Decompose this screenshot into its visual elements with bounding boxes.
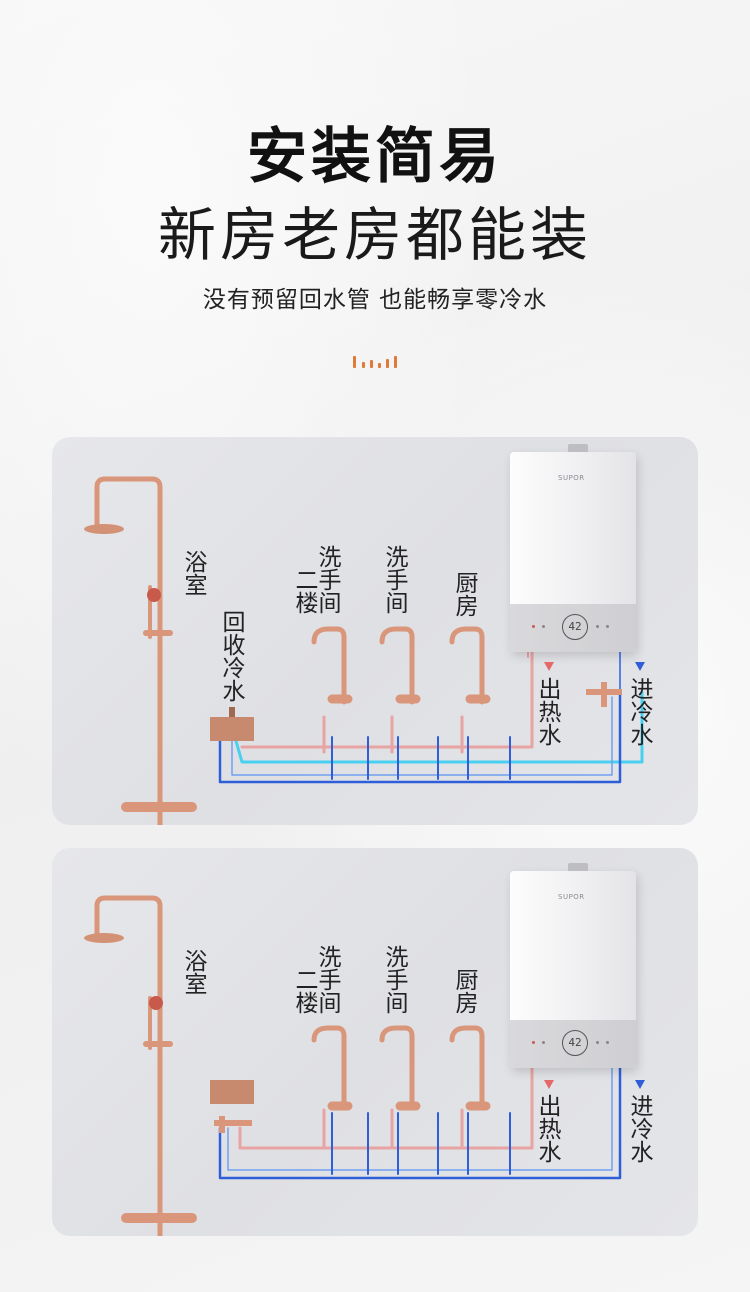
label-bathroom: 浴室 <box>184 550 208 599</box>
cold-arrow-icon <box>635 1080 645 1089</box>
label-floor2: 二楼 <box>295 968 319 1017</box>
recycle-valve <box>210 717 254 741</box>
label-wash: 洗手间 <box>385 945 409 1017</box>
hot-arrow-icon <box>544 662 554 671</box>
water-heater: SUPOR 42 <box>510 444 636 652</box>
label-recycle: 回收冷水 <box>222 610 246 705</box>
cold-pipe <box>218 690 622 784</box>
label-cold-in: 进冷水 <box>630 1094 654 1166</box>
hot-arrow-icon <box>544 1080 554 1089</box>
diagram-panel-recycle: SUPOR 42 浴室 回收冷水 二楼 洗手间 洗手间 厨房 出热水 进冷水 <box>52 437 698 825</box>
pipe-diagram <box>84 476 644 825</box>
faucet-icon <box>311 626 491 705</box>
diagram-panel-standard: SUPOR 42 浴室 二楼 洗手间 洗手间 厨房 出热水 进冷水 <box>52 848 698 1236</box>
cold-pipe <box>218 1006 622 1180</box>
shower-icon <box>84 476 197 825</box>
brand-label: SUPOR <box>558 474 585 482</box>
label-cold-in: 进冷水 <box>630 677 654 749</box>
label-floor2-wash: 洗手间 <box>318 545 342 617</box>
page-title: 安装简易 <box>247 122 503 192</box>
temperature-display: 42 <box>562 614 588 640</box>
brand-label: SUPOR <box>558 893 585 901</box>
hot-pipe <box>240 635 534 749</box>
label-wash: 洗手间 <box>385 545 409 617</box>
decorative-bars-icon <box>353 354 397 368</box>
label-hot-out: 出热水 <box>538 677 562 749</box>
label-floor2-wash: 洗手间 <box>318 945 342 1017</box>
water-heater: SUPOR 42 <box>510 863 636 1068</box>
mixer-valve <box>210 1080 254 1104</box>
label-kitchen: 厨房 <box>455 968 479 1017</box>
label-hot-out: 出热水 <box>538 1094 562 1166</box>
faucet-icon <box>311 1025 491 1111</box>
cyan-pipe <box>230 690 644 764</box>
page-subtitle: 新房老房都能装 <box>157 201 592 269</box>
shower-icon <box>84 895 197 1236</box>
inlet-valve <box>586 682 622 707</box>
temperature-display: 42 <box>562 1030 588 1056</box>
label-bathroom: 浴室 <box>184 949 208 998</box>
cold-arrow-icon <box>635 662 645 671</box>
pipe-diagram <box>84 895 622 1236</box>
label-kitchen: 厨房 <box>455 571 479 620</box>
label-floor2: 二楼 <box>295 568 319 617</box>
page-tagline: 没有预留回水管 也能畅享零冷水 <box>202 287 548 313</box>
